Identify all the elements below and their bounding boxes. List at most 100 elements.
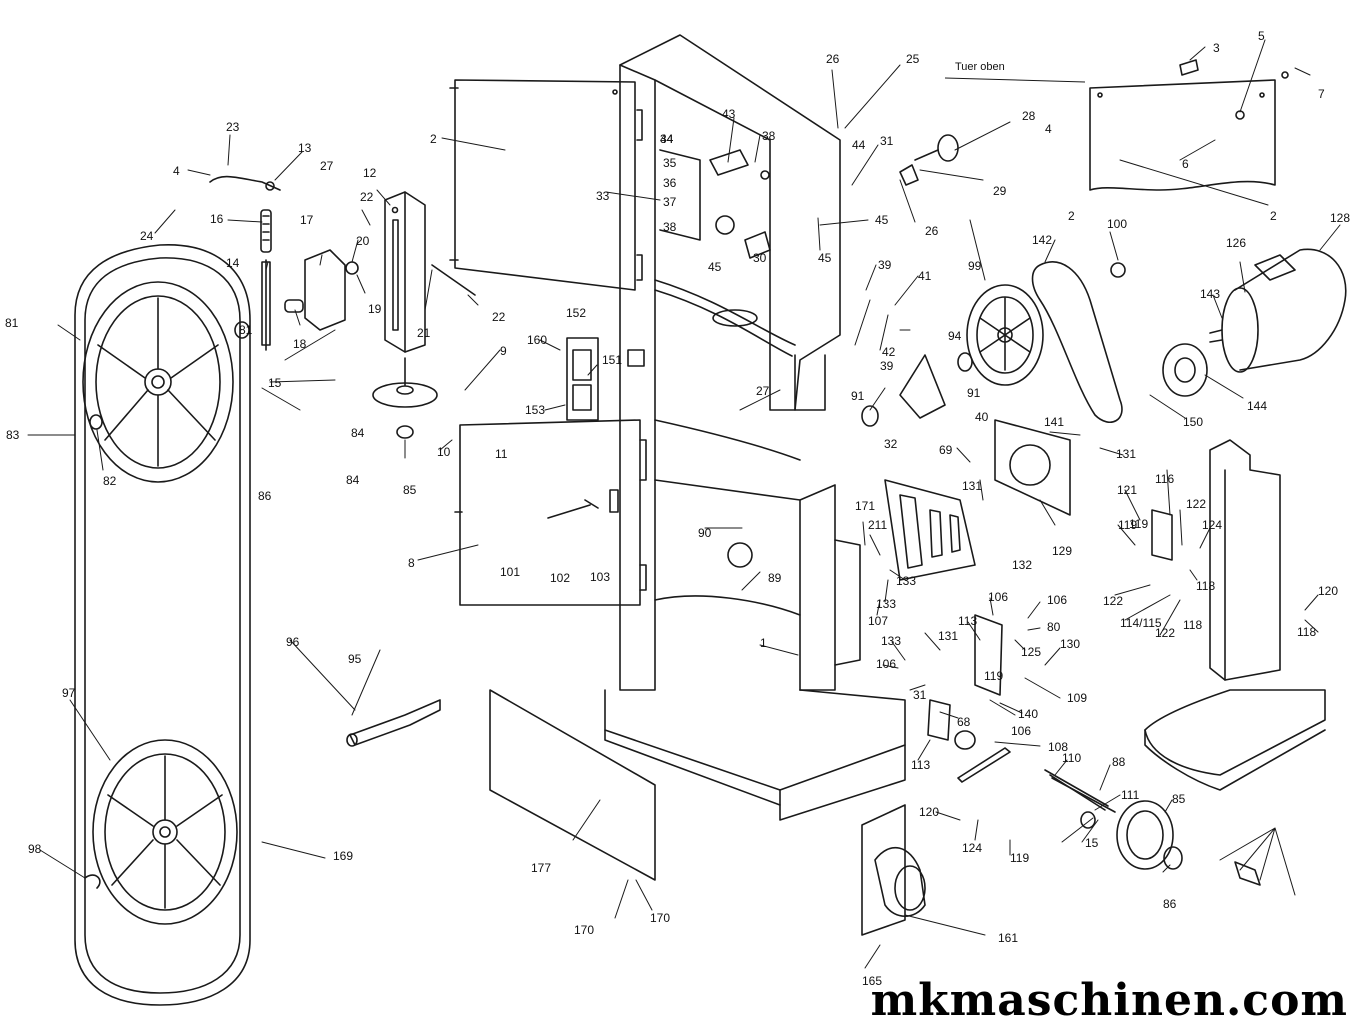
small-hardware [84, 59, 1289, 889]
callout-label: 153 [525, 403, 545, 417]
callout-label: 108 [1048, 740, 1068, 754]
callout-label: 97 [62, 686, 76, 700]
callout-label: 160 [527, 333, 547, 347]
callout-label: 124 [962, 841, 982, 855]
callout-label: 1 [760, 636, 767, 650]
callout-label: 17 [300, 213, 314, 227]
callout-label: 122 [1155, 626, 1175, 640]
callout-label: 31 [913, 688, 927, 702]
callout-label: 124 [1202, 518, 1222, 532]
callout-label: 111 [1121, 788, 1140, 802]
leader-lines [27, 39, 1341, 969]
callout-label: 89 [768, 571, 782, 585]
callout-label: 88 [1112, 755, 1126, 769]
callout-label: 122 [1186, 497, 1206, 511]
callout-label: 110 [1062, 751, 1081, 765]
callout-label: 19 [368, 302, 382, 316]
callout-label: 81 [5, 316, 19, 330]
callout-label: 118 [1183, 618, 1202, 632]
lower-wheel [92, 739, 238, 925]
callout-label: 12 [363, 166, 377, 180]
callout-label: 116 [1155, 472, 1174, 486]
callout-label: 31 [880, 134, 894, 148]
callout-label: 119 [984, 669, 1003, 683]
callout-label: 94 [948, 329, 962, 343]
callout-label: 106 [876, 657, 896, 671]
callout-label: 131 [962, 479, 982, 493]
callout-label: 11 [495, 447, 508, 461]
drive-shaft [346, 699, 441, 747]
callout-label: 101 [500, 565, 520, 579]
cover-plate [489, 689, 656, 881]
blade-guide-post [384, 191, 426, 353]
callout-label: 100 [1107, 217, 1127, 231]
callout-label: 119 [1129, 517, 1148, 531]
callout-label: 170 [574, 923, 594, 937]
callout-label: 13 [298, 141, 312, 155]
callout-label: 95 [348, 652, 362, 666]
callout-label: 25 [906, 52, 920, 66]
callout-label: 106 [1011, 724, 1031, 738]
callout-label: 3 [1213, 41, 1220, 55]
callout-label: 27 [756, 384, 770, 398]
callout-label: 14 [226, 256, 240, 270]
callout-label: 102 [550, 571, 570, 585]
callout-label: 6 [1182, 157, 1189, 171]
callout-label: 81 [239, 323, 253, 337]
callout-label: 9 [500, 344, 507, 358]
callout-label: 86 [258, 489, 272, 503]
callout-label: 42 [882, 345, 896, 359]
callout-label: 131 [1116, 447, 1136, 461]
callout-label: 133 [896, 574, 916, 588]
callout-label: 152 [566, 306, 586, 320]
callout-label: 106 [988, 590, 1008, 604]
callout-label: 23 [226, 120, 240, 134]
callout-label: 26 [826, 52, 840, 66]
callout-label: 133 [876, 597, 896, 611]
callout-label: 132 [1012, 558, 1032, 572]
upper-guide-parts [709, 149, 771, 259]
right-column [1144, 439, 1326, 791]
callout-label: 22 [360, 190, 374, 204]
callout-label: 35 [663, 156, 677, 170]
switch-box [566, 337, 599, 421]
callout-label: 22 [492, 310, 506, 324]
saw-blade-loop [74, 244, 251, 1006]
watermark: mkmaschinen.com [870, 975, 1348, 1026]
callout-label: 5 [1258, 29, 1265, 43]
callout-label: 107 [868, 614, 888, 628]
callout-label: 43 [722, 107, 736, 121]
callout-label: 84 [351, 426, 365, 440]
upper-handwheel [372, 357, 438, 439]
callout-label: 7 [1318, 87, 1325, 101]
callout-label: 20 [356, 234, 370, 248]
callout-label: 128 [1330, 211, 1350, 225]
callout-label: 29 [993, 184, 1007, 198]
callout-label: 120 [919, 805, 939, 819]
callout-label: 118 [1297, 625, 1316, 639]
upper-wheel [82, 281, 234, 483]
callout-label: 122 [1103, 594, 1123, 608]
callout-label: 130 [1060, 637, 1080, 651]
callout-label: 99 [968, 259, 982, 273]
callout-label: 10 [437, 445, 451, 459]
callout-label: 2 [1068, 209, 1075, 223]
callout-label: 38 [762, 129, 776, 143]
callout-label: 45 [875, 213, 889, 227]
callout-label: 85 [1172, 792, 1186, 806]
callout-label: 125 [1021, 645, 1041, 659]
callout-label: 103 [590, 570, 610, 584]
lower-door [454, 419, 647, 606]
upper-gear [899, 134, 959, 186]
callout-label: 2 [1270, 209, 1277, 223]
callout-label: 80 [1047, 620, 1061, 634]
motor [1162, 248, 1347, 397]
callout-label: 169 [333, 849, 353, 863]
callout-label: 44 [660, 132, 674, 146]
callout-label: 37 [663, 195, 677, 209]
top-door-note: Tuer oben [955, 61, 1005, 73]
callout-label: 44 [852, 138, 866, 152]
callout-label: 83 [6, 428, 20, 442]
